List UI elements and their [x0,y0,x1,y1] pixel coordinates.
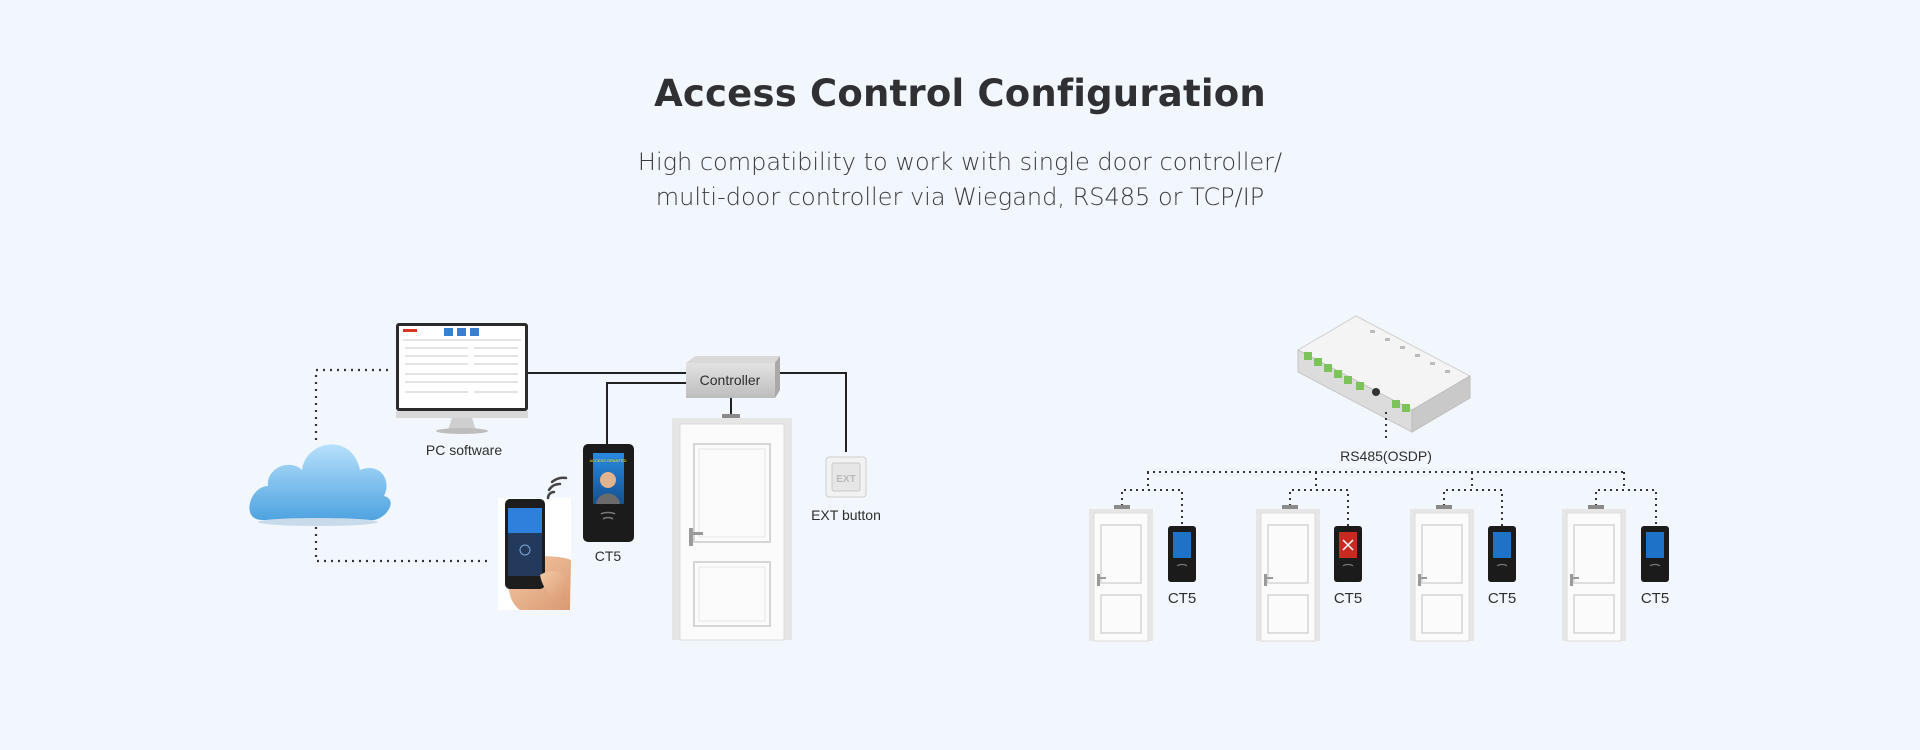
door-unit-2: CT5 [1256,505,1362,642]
ext-button-label: EXT button [811,507,881,523]
reader-label-left: CT5 [595,548,622,564]
controller-label: Controller [700,372,761,388]
ext-key-text: EXT [836,474,855,485]
subtitle-line-1: High compatibility to work with single d… [637,148,1283,176]
rs485-bus-label: RS485(OSDP) [1340,448,1432,464]
door-icon [1089,505,1153,642]
monitor-icon [396,323,528,434]
door-icon [1256,505,1320,642]
reader-screen-text: ACCESS GRANTED [589,458,626,463]
door-icon [1562,505,1626,642]
right-diagram: RS485(OSDP) CT5 [1089,315,1669,642]
smartphone-icon [498,498,571,610]
rs485-bus-lines [1121,412,1657,526]
door-unit-4: CT5 [1562,505,1669,642]
ext-button-icon: EXT [825,456,867,498]
page-subtitle: High compatibility to work with single d… [0,145,1920,215]
subtitle-line-2: multi-door controller via Wiegand, RS485… [655,183,1265,211]
controller-board-icon [1296,315,1472,433]
reader-label-1: CT5 [1168,590,1196,607]
reader-icon [1488,526,1516,582]
reader-icon [1641,526,1669,582]
door-icon [672,414,792,641]
cloud-links [314,368,492,563]
reader-icon: ACCESS GRANTED [583,444,634,542]
reader-icon [1168,526,1196,582]
door-unit-3: CT5 [1410,505,1516,642]
door-unit-1: CT5 [1089,505,1196,642]
cloud-icon [249,444,391,526]
reader-label-3: CT5 [1488,590,1516,607]
controller-box: Controller [686,356,780,398]
reader-icon [1334,526,1362,582]
page-title: Access Control Configuration [654,72,1266,115]
left-diagram: PC software ACCESS GRANTED CT5 [249,323,881,641]
pc-software-label: PC software [426,442,502,458]
wifi-icon [546,476,568,500]
door-icon [1410,505,1474,642]
reader-label-2: CT5 [1334,590,1362,607]
reader-label-4: CT5 [1641,590,1669,607]
